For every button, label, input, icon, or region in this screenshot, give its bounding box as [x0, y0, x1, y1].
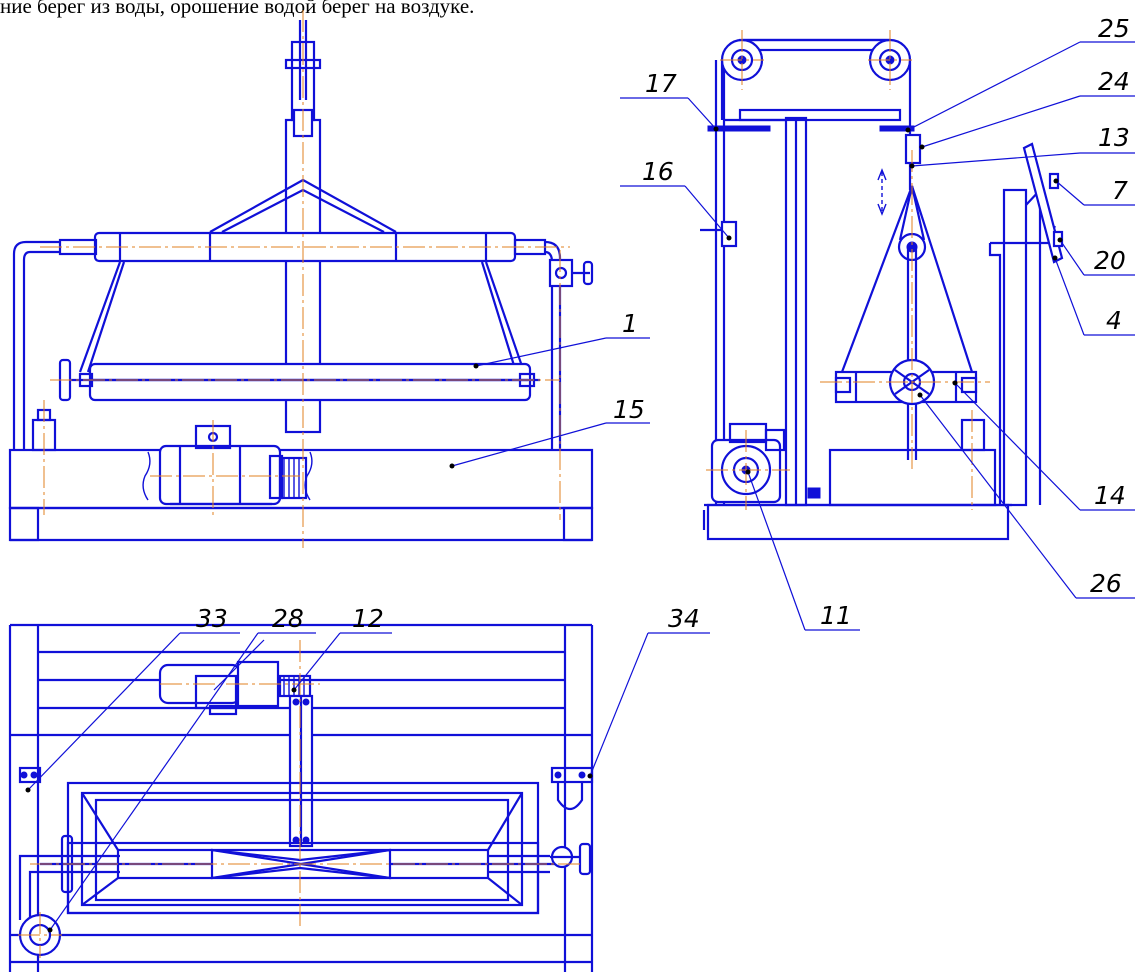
side-panel-4 — [1022, 142, 1064, 264]
caption-text: ние берег из воды, орошение водой берег … — [0, 0, 475, 18]
label-11: 11 — [820, 601, 852, 630]
label-34: 34 — [668, 604, 700, 633]
front-view — [8, 10, 650, 548]
label-20: 20 — [1094, 246, 1126, 275]
label-26: 26 — [1090, 569, 1122, 598]
side-view — [620, 30, 1135, 631]
label-17: 17 — [645, 69, 677, 98]
label-28: 28 — [272, 604, 304, 633]
label-1: 1 — [622, 309, 638, 338]
top-view — [8, 623, 710, 972]
label-13: 13 — [1098, 123, 1130, 152]
callout-labels: 1 15 17 16 25 24 13 7 20 4 14 26 11 33 2… — [196, 14, 1130, 633]
label-14: 14 — [1094, 481, 1126, 510]
label-7: 7 — [1112, 176, 1128, 205]
label-24: 24 — [1098, 67, 1130, 96]
label-4: 4 — [1106, 306, 1122, 335]
label-15: 15 — [613, 395, 645, 424]
label-16: 16 — [642, 157, 674, 186]
front-motor — [158, 444, 282, 506]
label-25: 25 — [1098, 14, 1130, 43]
label-12: 12 — [352, 604, 384, 633]
side-base — [706, 503, 1010, 541]
label-33: 33 — [196, 604, 228, 633]
front-drum — [88, 362, 532, 402]
